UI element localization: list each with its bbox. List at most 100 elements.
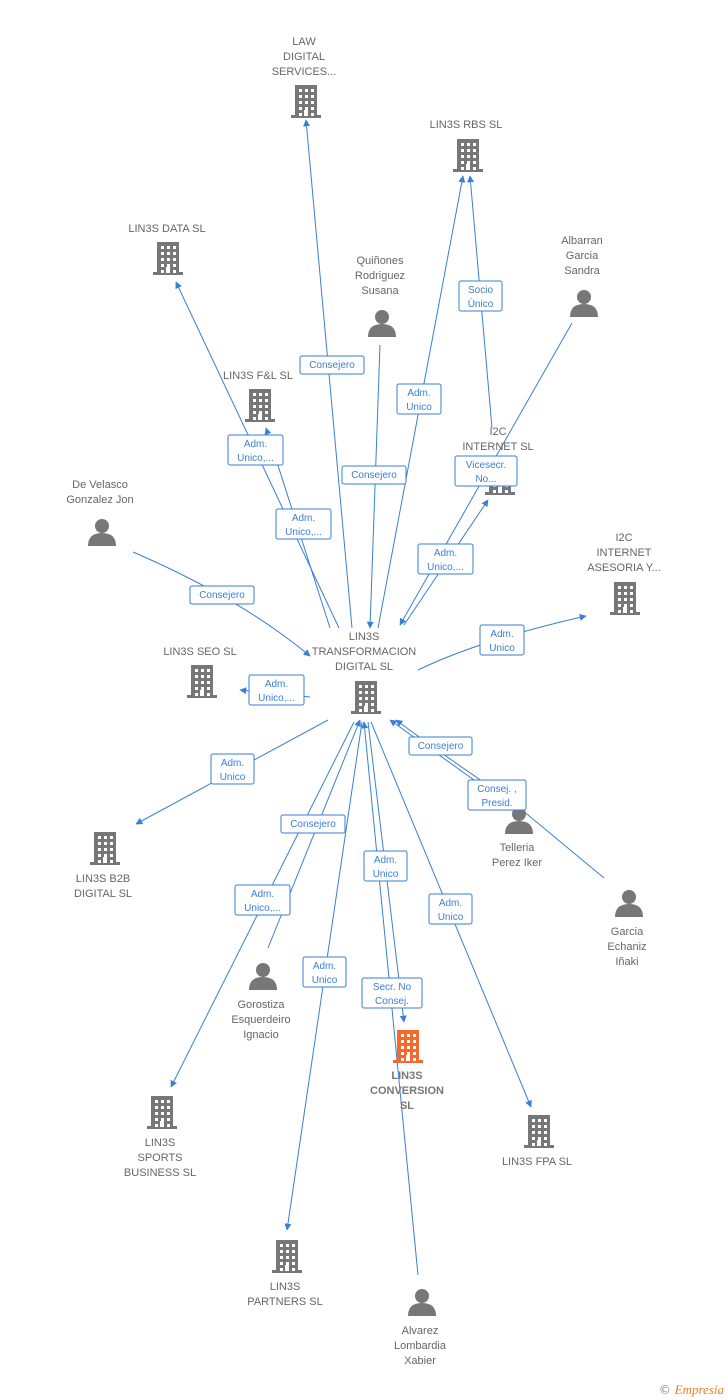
- building-icon: [610, 582, 640, 615]
- edge-label-text: Socio: [468, 285, 493, 296]
- node-label: Quiñones: [356, 255, 404, 267]
- node-label: Rodriguez: [355, 270, 405, 282]
- node-fl[interactable]: LIN3S F&L SL: [223, 370, 293, 422]
- node-law[interactable]: LAWDIGITALSERVICES...: [272, 36, 337, 118]
- edge-label-text: Unico: [406, 402, 432, 413]
- node-label: Albarran: [561, 235, 603, 247]
- node-label: Gonzalez Jon: [66, 494, 133, 506]
- edge-label-e1[interactable]: Consejero: [299, 355, 365, 375]
- edge-label-text: Consejero: [199, 590, 245, 601]
- node-seo[interactable]: LIN3S SEO SL: [163, 646, 237, 698]
- edge-label-text: Adm.: [374, 855, 397, 866]
- edge-label-e4[interactable]: Adm.Unico,...: [227, 434, 284, 466]
- building-icon: [351, 681, 381, 714]
- edge-label-text: Consejero: [309, 360, 355, 371]
- node-label: Alvarez: [402, 1325, 439, 1337]
- edge-label-e7[interactable]: Vicesecr.No...: [454, 455, 518, 487]
- edge-label-e2[interactable]: Adm. Unico: [396, 383, 442, 415]
- node-label: LIN3S: [270, 1281, 301, 1293]
- edge-label-text: Unico: [489, 643, 515, 654]
- node-label: LIN3S B2B: [76, 873, 130, 885]
- edge-label-e15[interactable]: Consejero: [280, 814, 346, 834]
- edge-label-text: Unico: [373, 869, 399, 880]
- edge-label-e12[interactable]: Adm.Unico: [210, 753, 255, 785]
- edge-label-e18[interactable]: Adm.Unico: [428, 893, 473, 925]
- building-icon: [453, 139, 483, 172]
- edge-label-text: Unico,...: [258, 693, 295, 704]
- edge-label-e13[interactable]: Consejero: [408, 736, 473, 756]
- edge-label-text: Consej. ,: [477, 784, 516, 795]
- node-label: DIGITAL SL: [74, 888, 132, 900]
- edge-label-text: Adm.: [434, 548, 457, 559]
- edge-label-e5[interactable]: Adm.Unico,...: [275, 508, 332, 540]
- node-label: LAW: [292, 36, 316, 48]
- node-label: LIN3S: [145, 1137, 176, 1149]
- node-label: LIN3S: [349, 631, 380, 643]
- building-icon: [272, 1240, 302, 1273]
- node-data[interactable]: LIN3S DATA SL: [128, 223, 206, 275]
- edge-label-e6[interactable]: Consejero: [341, 465, 407, 485]
- node-label: Susana: [361, 285, 399, 297]
- node-label: Garcia: [566, 250, 599, 262]
- edge-label-text: Adm.: [313, 961, 336, 972]
- node-label: ASESORIA Y...: [587, 562, 661, 574]
- edge-label-text: Unico: [220, 772, 246, 783]
- edge-label-text: Adm.: [439, 898, 462, 909]
- edge-label-text: Unico: [312, 975, 338, 986]
- edge-label-e16[interactable]: Adm. Unico: [363, 850, 408, 882]
- node-label: CONVERSION: [370, 1085, 444, 1097]
- edge-label-text: Adm.: [407, 388, 430, 399]
- node-label: DIGITAL SL: [335, 661, 393, 673]
- edge-label-text: Secr. No: [373, 982, 412, 993]
- building-icon: [153, 242, 183, 275]
- node-label: LIN3S DATA SL: [128, 223, 205, 235]
- edge-label-text: Único: [468, 297, 494, 310]
- person-icon: [368, 310, 396, 337]
- node-label: Perez Iker: [492, 857, 542, 869]
- node-rbs[interactable]: LIN3S RBS SL: [430, 119, 503, 172]
- edge-label-text: Unico,...: [237, 453, 274, 464]
- person-icon: [570, 290, 598, 317]
- node-label: Iñaki: [615, 956, 638, 968]
- person-icon: [88, 519, 116, 546]
- node-b2b[interactable]: LIN3S B2B DIGITAL SL: [74, 832, 132, 900]
- edge-label-e8[interactable]: Adm.Unico,...: [417, 543, 474, 575]
- building-icon: [524, 1115, 554, 1148]
- node-label: SPORTS: [137, 1152, 182, 1164]
- edge-label-e9[interactable]: Consejero: [189, 585, 255, 605]
- node-label: Echaniz: [607, 941, 646, 953]
- node-label: I2C: [615, 532, 632, 544]
- edge-label-e14[interactable]: Consej. ,Presid.: [467, 779, 527, 811]
- edge-label-e11[interactable]: Adm.Unico,...: [248, 674, 305, 706]
- node-fpa[interactable]: LIN3S FPA SL: [502, 1115, 572, 1168]
- edge-label-e10[interactable]: Adm.Unico: [479, 624, 525, 656]
- node-label: LIN3S F&L SL: [223, 370, 293, 382]
- building-icon: [187, 665, 217, 698]
- edge-label-e17[interactable]: Adm.Unico,...: [234, 884, 291, 916]
- node-label: Telleria: [500, 842, 536, 854]
- brand-logo[interactable]: Empresia: [674, 1382, 724, 1397]
- node-label: LIN3S FPA SL: [502, 1156, 572, 1168]
- edge-label-e19[interactable]: Adm. Unico: [302, 956, 347, 988]
- node-label: SERVICES...: [272, 66, 337, 78]
- edge-labels-layer: ConsejeroAdm.UnicoSocioÚnicoAdm.Unico,..…: [189, 280, 527, 1009]
- building-icon: [147, 1096, 177, 1129]
- node-label: INTERNET: [597, 547, 652, 559]
- node-i2case[interactable]: I2C INTERNET ASESORIA Y...: [587, 532, 661, 615]
- edge-label-text: Adm.: [251, 889, 274, 900]
- node-label: LIN3S: [391, 1070, 422, 1082]
- node-label: Gorostiza: [237, 999, 285, 1011]
